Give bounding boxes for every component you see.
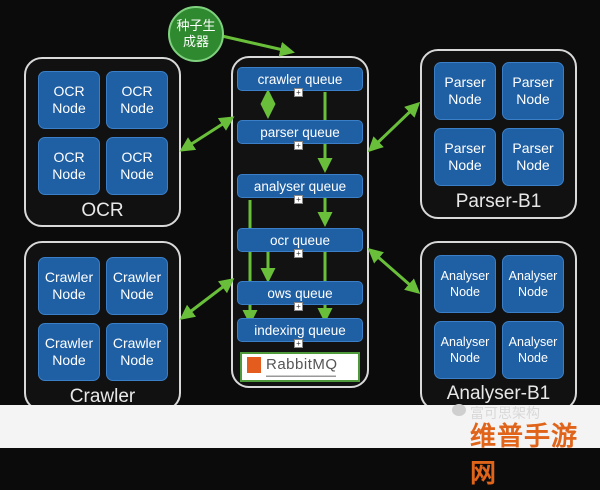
plus-icon: +: [294, 339, 303, 348]
plus-icon: +: [294, 88, 303, 97]
parser-queue: parser queue: [237, 120, 363, 144]
architecture-diagram: 种子生 成器 OCR Node OCR Node OCR Node OCR No…: [0, 6, 600, 488]
watermark-band: [0, 405, 600, 448]
crawler-node: Crawler Node: [38, 323, 100, 381]
crawler-node: Crawler Node: [38, 257, 100, 315]
watermark-account: 富可思架构: [470, 405, 540, 421]
wechat-icon: [452, 404, 466, 416]
rabbitmq-tagline-graphic: ▬▬▬▬▬▬▬▬▬▬▬▬▬▬: [266, 373, 336, 379]
seed-to-queues-arrow: [221, 34, 295, 57]
plus-icon: +: [294, 249, 303, 258]
parser-cluster-label: Parser-B1: [455, 191, 542, 212]
site-watermark: 维普手游网: [470, 421, 579, 488]
analyser-queue: analyser queue: [237, 174, 363, 198]
crawler-cluster: Crawler Node Crawler Node Crawler Node C…: [24, 241, 181, 411]
plus-icon: +: [294, 195, 303, 204]
crawler-cluster-label: Crawler: [69, 386, 136, 407]
seed-generator: 种子生 成器: [168, 6, 224, 62]
analyser-cluster: Analyser Node Analyser Node Analyser Nod…: [420, 241, 577, 411]
parser-cluster: Parser Node Parser Node Parser Node Pars…: [420, 49, 577, 219]
crawler-queues-arrow: [179, 278, 235, 320]
parser-node: Parser Node: [434, 128, 496, 186]
plus-icon: +: [294, 302, 303, 311]
crawler-queue: crawler queue: [237, 67, 363, 91]
plus-icon: +: [294, 141, 303, 150]
analyser-queues-arrow: [367, 248, 421, 294]
ocr-cluster: OCR Node OCR Node OCR Node OCR Node OCR: [24, 57, 181, 227]
parser-node: Parser Node: [502, 128, 564, 186]
rabbitmq-logo: RabbitMQ ▬▬▬▬▬▬▬▬▬▬▬▬▬▬: [240, 352, 360, 382]
crawler-node: Crawler Node: [106, 257, 168, 315]
ocr-queues-arrow: [179, 116, 235, 152]
parser-queues-arrow: [367, 101, 421, 153]
rabbit-icon: [247, 357, 261, 373]
indexing-queue: indexing queue: [237, 318, 363, 342]
rabbitmq-brand: RabbitMQ: [266, 356, 338, 373]
ocr-node: OCR Node: [38, 137, 100, 195]
analyser-node: Analyser Node: [434, 255, 496, 313]
analyser-cluster-label: Analyser-B1: [446, 383, 551, 404]
ocr-node: OCR Node: [38, 71, 100, 129]
ocr-node: OCR Node: [106, 71, 168, 129]
parser-node: Parser Node: [502, 62, 564, 120]
parser-node: Parser Node: [434, 62, 496, 120]
ocr-cluster-label: OCR: [81, 200, 124, 221]
analyser-node: Analyser Node: [502, 255, 564, 313]
crawler-node: Crawler Node: [106, 323, 168, 381]
analyser-node: Analyser Node: [502, 321, 564, 379]
analyser-node: Analyser Node: [434, 321, 496, 379]
ocr-node: OCR Node: [106, 137, 168, 195]
